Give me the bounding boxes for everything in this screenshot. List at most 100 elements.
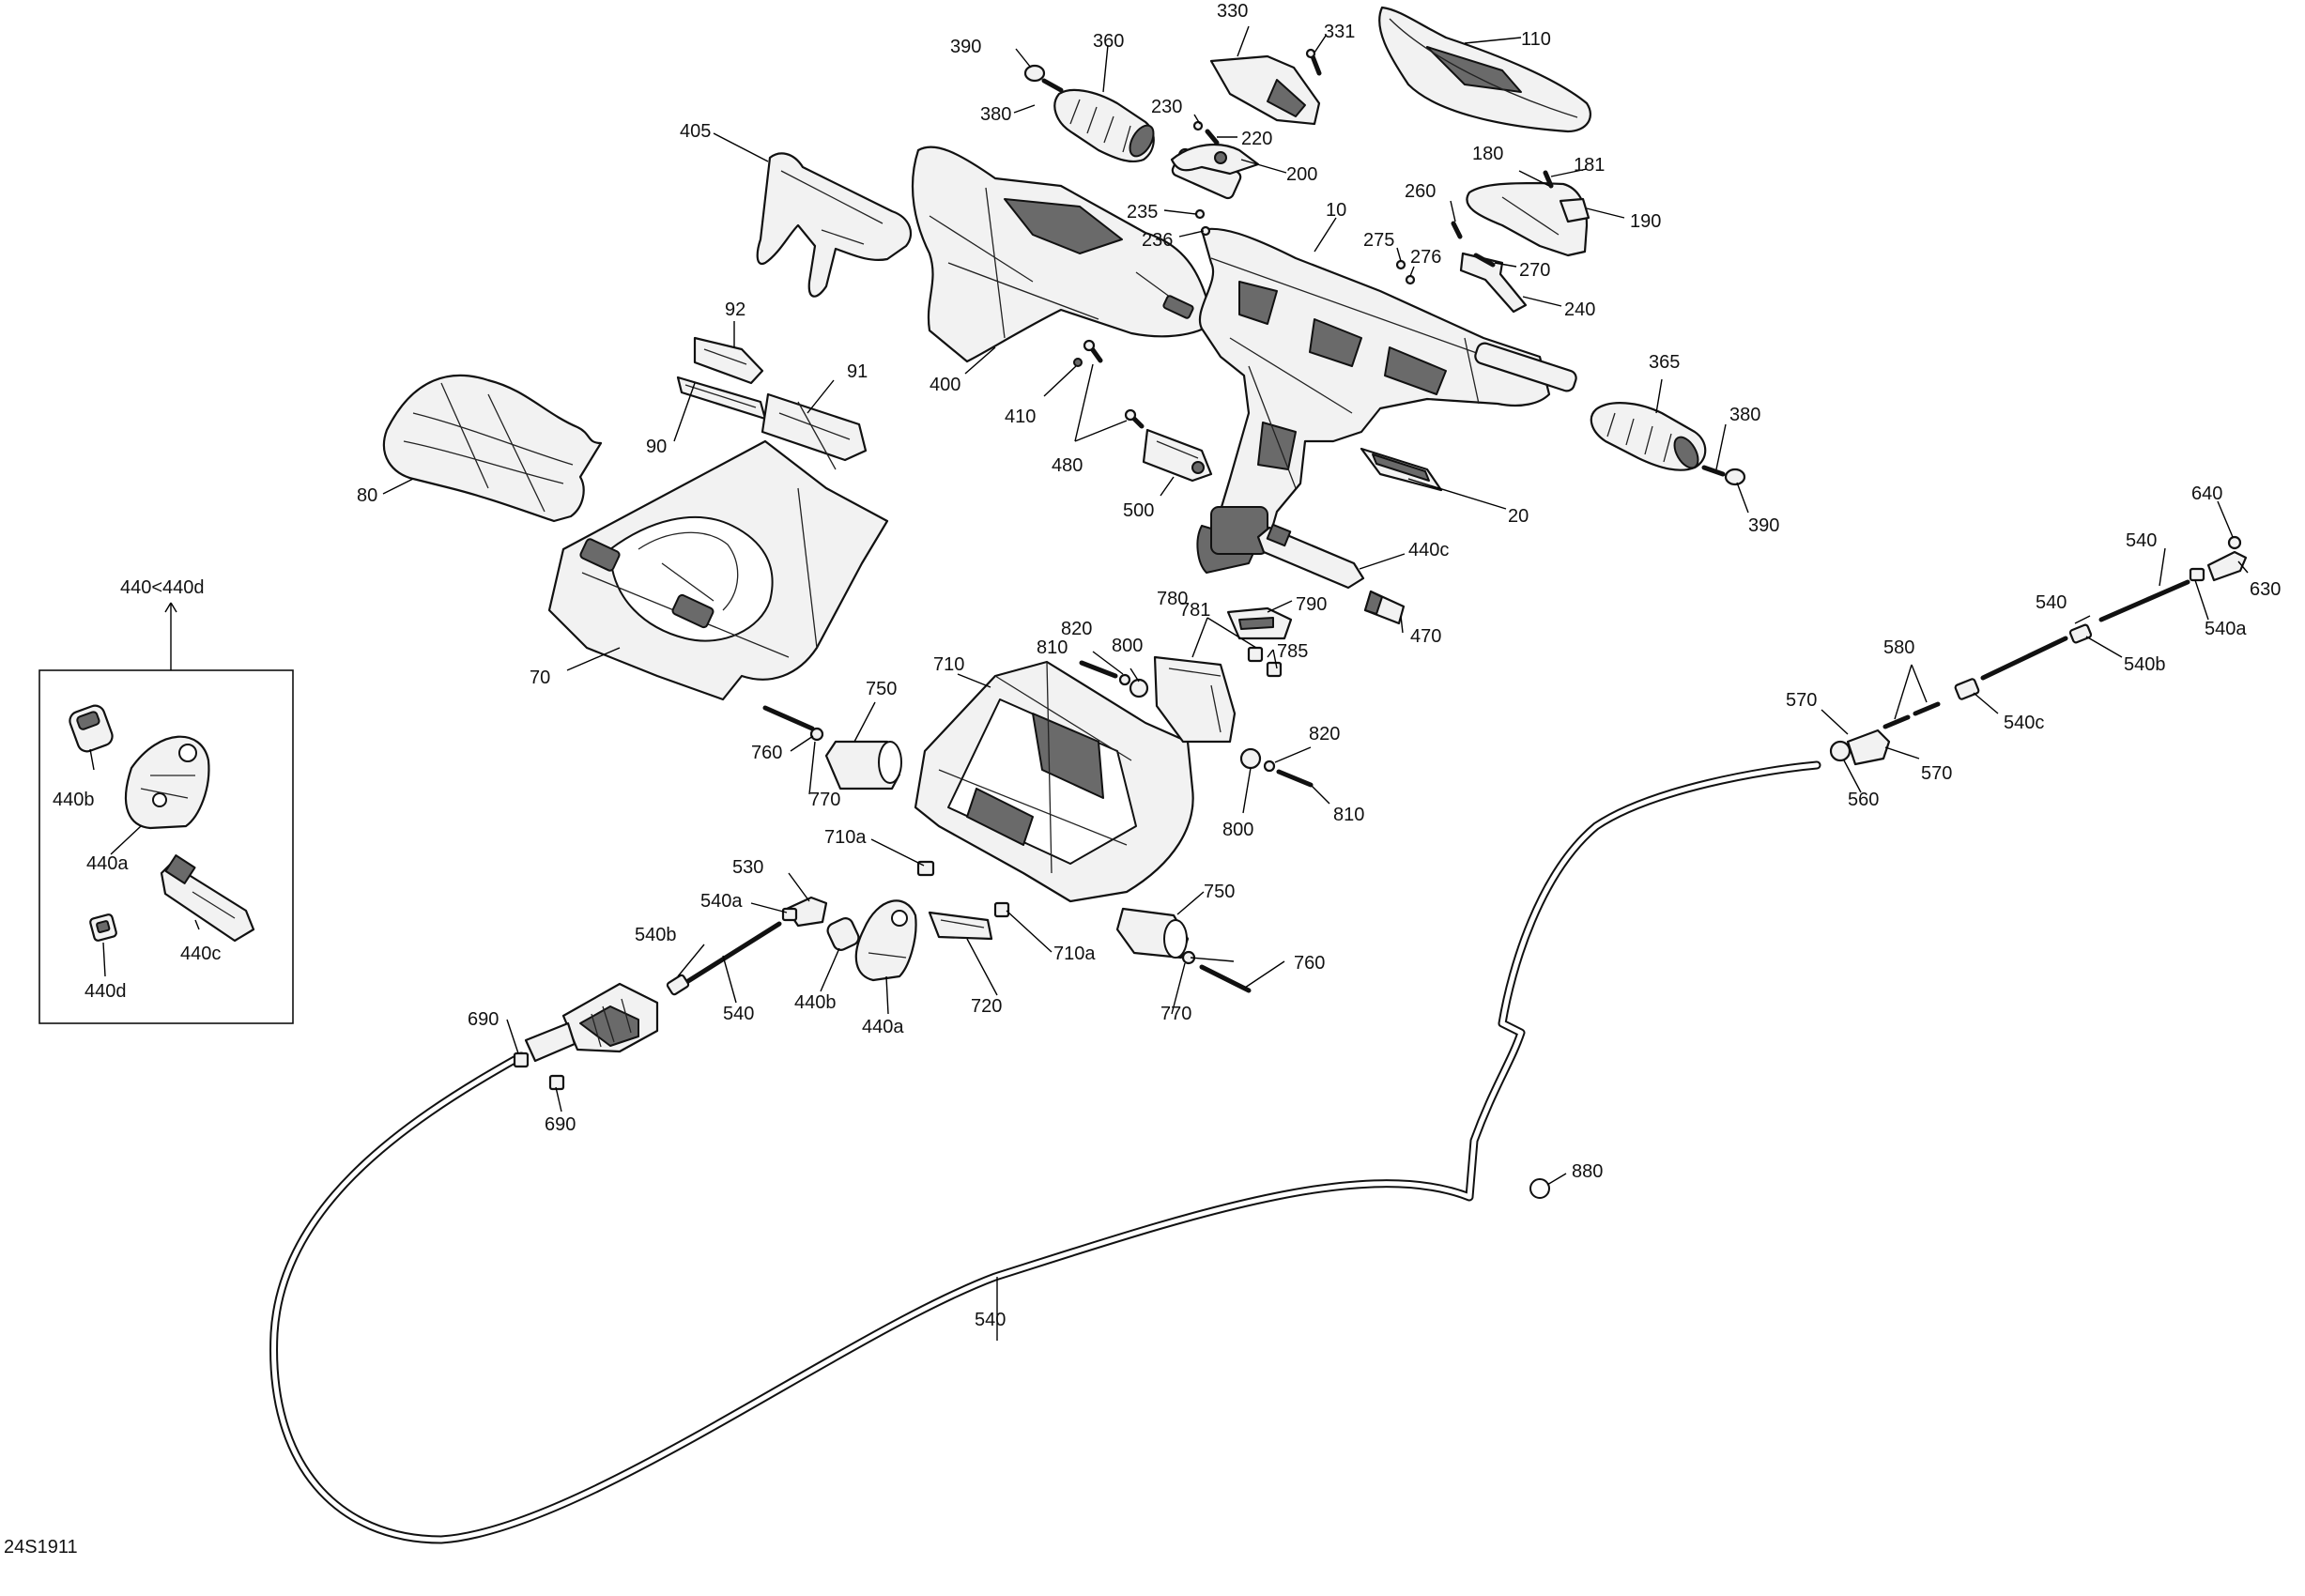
label-20: 20	[1508, 506, 1529, 527]
label-770-upper: 770	[809, 790, 840, 810]
label-440b-box: 440b	[53, 790, 95, 810]
part-540-rod-right-upper	[2098, 579, 2190, 622]
label-230: 230	[1151, 97, 1182, 117]
part-800-bushing-lower	[1239, 747, 1262, 770]
part-480-screw	[1083, 339, 1145, 429]
part-810-bolt-lower	[1276, 769, 1314, 788]
part-270-screw	[1473, 253, 1496, 268]
part-760-bolt-lower	[1199, 964, 1252, 993]
label-760-upper: 760	[751, 743, 782, 763]
part-440a-box	[124, 735, 210, 830]
part-540c-fitting	[1954, 678, 1980, 700]
leader-lines	[89, 25, 2249, 1341]
label-540b-right: 540b	[2124, 654, 2166, 675]
part-380-screw-left	[1041, 78, 1064, 93]
part-405-bracket	[756, 152, 913, 298]
part-440c-sensor	[1256, 523, 1365, 590]
label-240: 240	[1564, 299, 1595, 320]
part-440b-magnet	[826, 917, 860, 951]
label-180: 180	[1472, 144, 1503, 164]
label-720: 720	[971, 996, 1002, 1017]
label-331: 331	[1324, 22, 1355, 42]
part-10-frame	[1171, 147, 1577, 574]
part-810-bolt-upper	[1079, 660, 1118, 679]
part-92-strip	[693, 336, 764, 385]
part-560-collar	[1829, 740, 1852, 762]
label-570-lower: 570	[1921, 763, 1952, 784]
label-810-upper: 810	[1037, 637, 1068, 658]
part-365-grip	[1590, 402, 1707, 471]
part-440a-sensor	[854, 899, 917, 982]
label-390-right: 390	[1748, 515, 1779, 536]
part-540a-fitting-right	[2189, 567, 2205, 582]
label-880: 880	[1572, 1161, 1603, 1182]
part-540-rod-right-lower	[1980, 636, 2068, 681]
label-750-upper: 750	[866, 679, 897, 699]
part-580-pins	[1882, 701, 1941, 729]
label-780: 780	[1157, 589, 1188, 609]
part-750-cushion-lower	[1115, 907, 1190, 959]
part-390-cap-right	[1724, 468, 1746, 486]
label-750-lower: 750	[1204, 882, 1235, 902]
part-330-cover	[1209, 54, 1321, 126]
label-190: 190	[1630, 211, 1661, 232]
label-70: 70	[530, 668, 550, 688]
part-780-bracket	[1153, 655, 1237, 744]
part-80-cover	[382, 374, 603, 523]
label-781: 781	[1179, 600, 1210, 621]
label-690-lower: 690	[545, 1114, 576, 1135]
label-inset-title: 440<440d	[120, 577, 205, 598]
label-540-right-upper: 540	[2126, 530, 2157, 551]
label-800-lower: 800	[1222, 820, 1253, 840]
label-440a: 440a	[862, 1017, 904, 1037]
label-560: 560	[1848, 790, 1879, 810]
label-440b: 440b	[794, 992, 837, 1013]
part-331-screw	[1305, 48, 1322, 76]
part-91-strip	[761, 392, 868, 470]
label-480: 480	[1052, 455, 1083, 476]
part-275-pin	[1395, 259, 1406, 270]
label-540a-left: 540a	[700, 891, 743, 912]
part-770-washer-upper	[809, 727, 824, 742]
label-540-cable: 540	[975, 1310, 1006, 1330]
part-90-strip	[676, 376, 767, 421]
part-20-switch	[1360, 447, 1443, 492]
part-380-screw-right	[1701, 465, 1726, 477]
label-405: 405	[680, 121, 711, 142]
label-276: 276	[1410, 247, 1441, 268]
part-470-connector	[1363, 590, 1406, 625]
part-276-washer	[1405, 274, 1416, 285]
part-540-rod-left	[678, 921, 782, 989]
label-330: 330	[1217, 1, 1248, 22]
label-820-upper: 820	[1061, 619, 1092, 639]
part-400-housing	[911, 146, 1213, 363]
label-690-upper: 690	[468, 1009, 499, 1030]
label-390-left: 390	[950, 37, 981, 57]
part-820-washer-lower	[1263, 760, 1276, 773]
label-710a-upper: 710a	[824, 827, 867, 848]
label-275: 275	[1363, 230, 1394, 251]
part-710a-clip-lower	[993, 901, 1010, 918]
label-710: 710	[933, 654, 964, 675]
label-110: 110	[1521, 29, 1551, 50]
label-400: 400	[930, 375, 960, 395]
label-580: 580	[1883, 637, 1914, 658]
part-440c-box	[160, 854, 255, 943]
part-880-clamp	[1529, 1178, 1550, 1199]
label-540a-right: 540a	[2205, 619, 2247, 639]
part-110-cover	[1378, 6, 1591, 133]
part-440d-box	[89, 913, 117, 942]
label-200: 200	[1286, 164, 1317, 185]
part-240-lever	[1459, 252, 1528, 314]
part-570-joint	[1846, 729, 1891, 766]
part-710-box	[914, 660, 1194, 903]
label-440a-box: 440a	[86, 853, 129, 874]
label-235: 235	[1127, 202, 1158, 223]
part-220-screw	[1205, 129, 1220, 146]
label-440c-box: 440c	[180, 944, 221, 964]
part-540b-fitting-left	[666, 974, 690, 996]
label-380-right: 380	[1729, 405, 1760, 425]
label-530: 530	[732, 857, 763, 878]
label-820-lower: 820	[1309, 724, 1340, 744]
